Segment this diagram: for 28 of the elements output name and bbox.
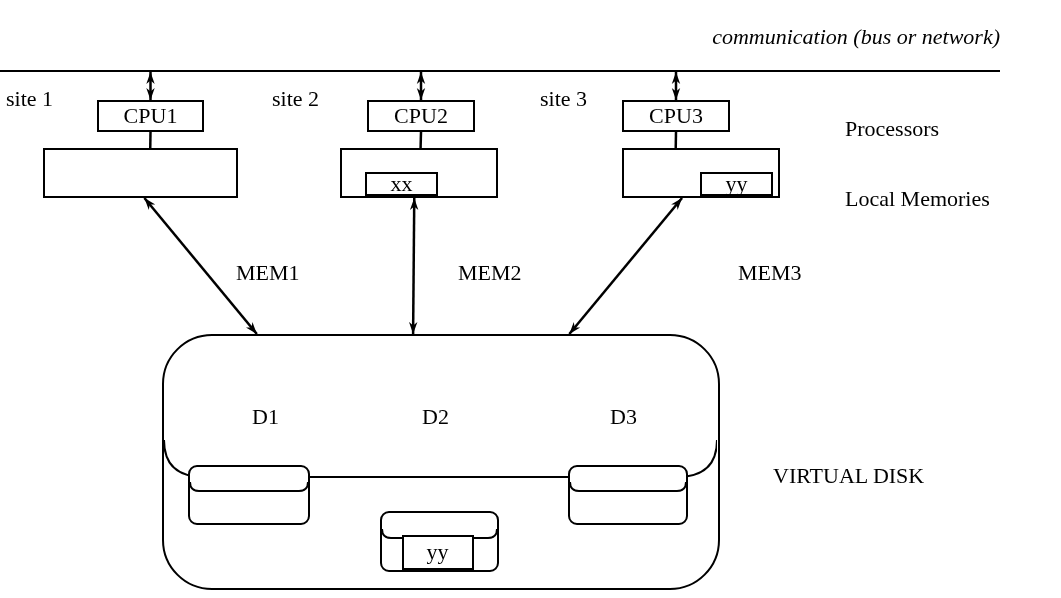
disk-section-label: D2 <box>422 406 449 428</box>
bus-line <box>0 26 1000 72</box>
box-label: CPU1 <box>123 105 178 127</box>
site-label: site 2 <box>272 88 320 110</box>
memory-box <box>622 148 780 198</box>
disk-title: VIRTUAL DISK <box>773 465 925 487</box>
box-label: CPU2 <box>394 105 448 127</box>
disk-section-label: D3 <box>610 406 637 428</box>
data-block <box>401 534 474 570</box>
box-label: yy <box>426 541 449 563</box>
bus-label: communication (bus or network) <box>712 26 1000 48</box>
disk-cylinder <box>187 464 310 525</box>
processor-box <box>97 100 204 132</box>
layer-label: Local Memories <box>845 188 990 210</box>
layer-label: Processors <box>845 118 940 140</box>
disk-section-label: D1 <box>252 406 279 428</box>
site-label: site 1 <box>6 88 54 110</box>
site-label: site 3 <box>540 88 588 110</box>
box-label: CPU3 <box>649 105 703 127</box>
data-block <box>700 172 773 196</box>
box-label: xx <box>390 173 413 195</box>
memory-box <box>340 148 498 198</box>
memory-box <box>43 148 238 198</box>
processor-box <box>367 100 475 132</box>
disk-cylinder <box>379 510 499 572</box>
processor-box <box>622 100 730 132</box>
disk-cylinder <box>567 464 688 525</box>
data-block <box>365 172 438 196</box>
